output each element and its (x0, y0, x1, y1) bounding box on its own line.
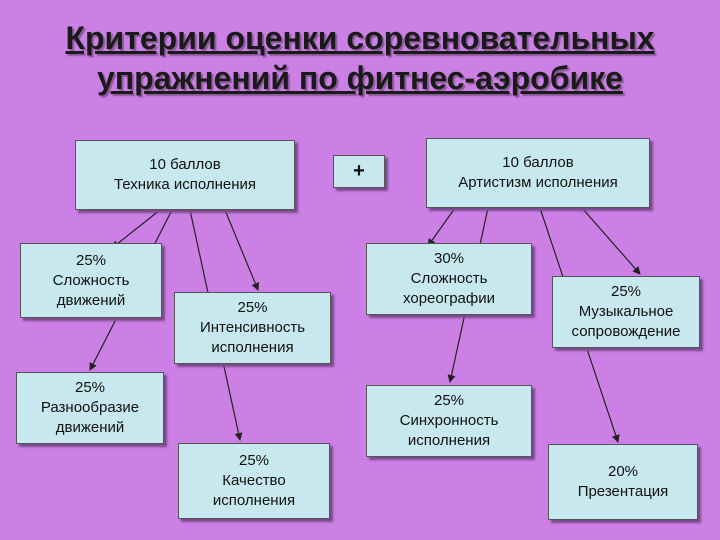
page-title: Критерии оценки соревновательных упражне… (0, 18, 720, 98)
plus-sign: + (333, 155, 385, 188)
title-line-2: упражнений по фитнес-аэробике (97, 60, 623, 96)
box-artistry: 10 баллов Артистизм исполнения (426, 138, 650, 208)
arrow-technique-to-intensity (224, 209, 260, 291)
box-quality: 25% Качество исполнения (178, 443, 330, 519)
box-intensity: 25% Интенсивность исполнения (174, 292, 331, 364)
box-music: 25% Музыкальное сопровождение (552, 276, 700, 348)
box-variety: 25% Разнообразие движений (16, 372, 164, 444)
box-complexity-moves: 25% Сложность движений (20, 243, 162, 318)
box-sync: 25% Синхронность исполнения (366, 385, 532, 457)
box-presentation: 20% Презентация (548, 444, 698, 520)
box-technique: 10 баллов Техника исполнения (75, 140, 295, 210)
arrow-technique-to-complexity (111, 209, 161, 249)
arrow-artistry-to-music (581, 207, 641, 275)
title-line-1: Критерии оценки соревновательных (65, 20, 655, 56)
box-complexity-choreo: 30% Сложность хореографии (366, 243, 532, 315)
arrow-artistry-to-complexity-choreo (427, 207, 456, 247)
